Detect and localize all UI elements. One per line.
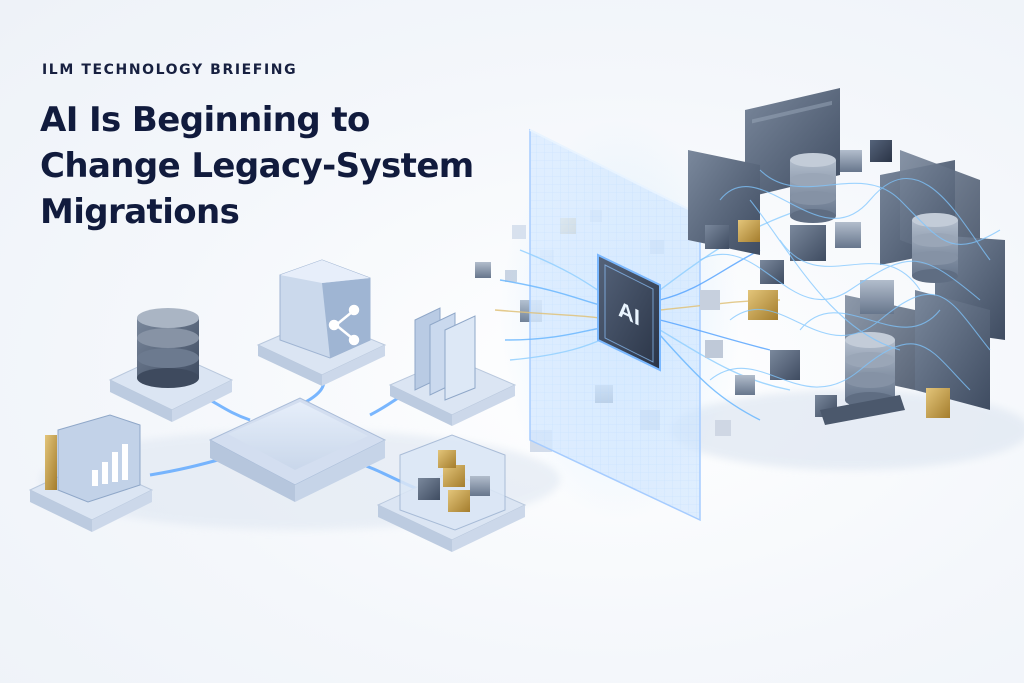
server-rack-icon: [688, 88, 1005, 436]
ai-chip: [597, 253, 661, 372]
cube-cluster-icon: [376, 434, 527, 552]
share-icon: [256, 259, 387, 386]
bar-chart-icon: [28, 414, 154, 532]
headline-line-3: Migrations: [40, 192, 240, 232]
data-flow-lines: [494, 209, 801, 421]
legacy-database-cylinders: [790, 153, 958, 408]
hub-platform-icon: [208, 397, 387, 502]
headline-line-2: Change Legacy-System: [40, 146, 474, 186]
database-icon: [108, 308, 234, 422]
eyebrow-label: ILM TECHNOLOGY BRIEFING: [42, 62, 298, 78]
legacy-cables: [699, 169, 1001, 391]
headline-line-1: AI Is Beginning to: [40, 100, 370, 140]
documents-icon: [388, 307, 517, 426]
page-title: AI Is Beginning to Change Legacy-System …: [40, 97, 560, 235]
